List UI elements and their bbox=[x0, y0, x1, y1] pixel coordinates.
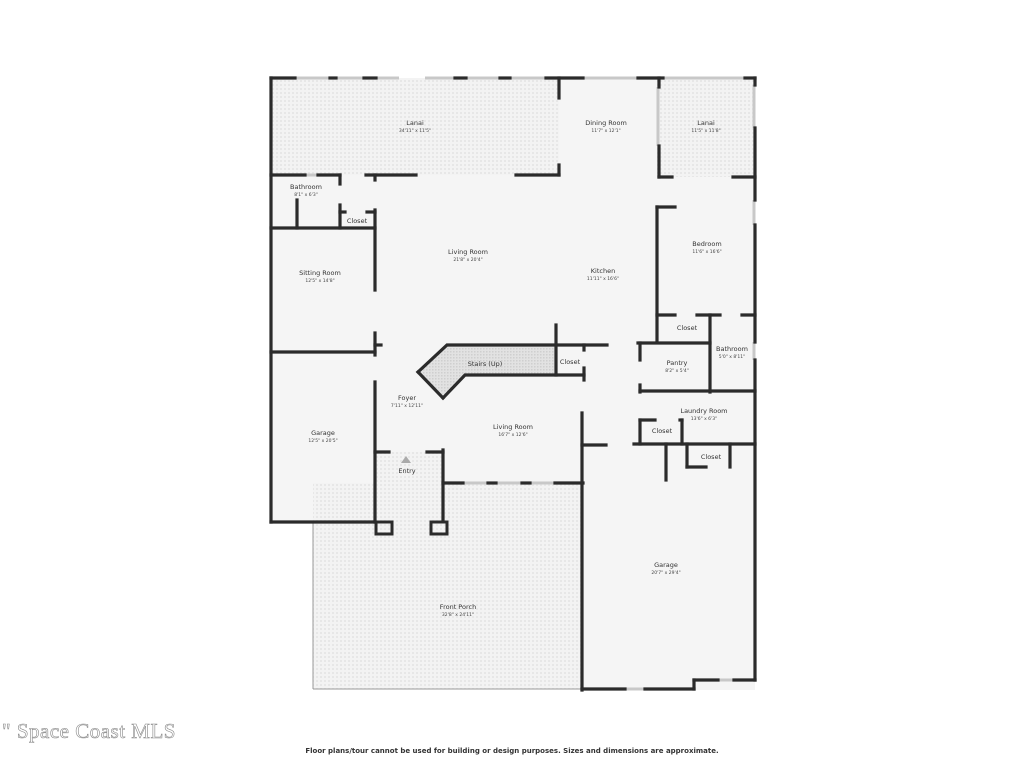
svg-text:11'7" x 12'1": 11'7" x 12'1" bbox=[591, 128, 620, 134]
label-pantry: Pantry bbox=[667, 359, 688, 367]
svg-text:32'8" x 24'11": 32'8" x 24'11" bbox=[442, 612, 474, 618]
svg-text:21'8" x 20'4": 21'8" x 20'4" bbox=[453, 257, 482, 263]
label-dining-room: Dining Room bbox=[585, 119, 627, 127]
label-closet-laundry-2: Closet bbox=[701, 453, 722, 461]
stairs-wall-top bbox=[415, 343, 609, 375]
entry-arrow-icon bbox=[401, 456, 411, 463]
label-closet-stairs: Closet bbox=[560, 358, 581, 366]
label-garage-right: Garage bbox=[654, 561, 678, 569]
svg-text:12'5" x 20'5": 12'5" x 20'5" bbox=[308, 438, 337, 444]
label-laundry-room: Laundry Room bbox=[680, 407, 727, 415]
label-living-room-second: Living Room bbox=[493, 423, 533, 431]
front-porch-floor bbox=[313, 483, 583, 689]
svg-text:5'0" x 8'11": 5'0" x 8'11" bbox=[719, 354, 745, 360]
label-closet-bedroom: Closet bbox=[677, 324, 698, 332]
label-kitchen: Kitchen bbox=[591, 267, 615, 275]
svg-text:13'6" x 6'3": 13'6" x 6'3" bbox=[691, 416, 717, 422]
floor-fills bbox=[271, 77, 755, 690]
svg-text:8'1" x 6'3": 8'1" x 6'3" bbox=[294, 192, 318, 198]
label-bedroom: Bedroom bbox=[692, 240, 721, 248]
svg-text:20'7" x 29'4": 20'7" x 29'4" bbox=[651, 570, 680, 576]
svg-text:12'5" x 14'8": 12'5" x 14'8" bbox=[305, 278, 334, 284]
windows bbox=[296, 76, 756, 691]
svg-text:16'7" x 12'6": 16'7" x 12'6" bbox=[498, 432, 527, 438]
label-garage-left: Garage bbox=[311, 429, 335, 437]
svg-text:11'11" x 16'6": 11'11" x 16'6" bbox=[587, 276, 619, 282]
lanai-small-floor bbox=[657, 78, 755, 177]
label-front-porch: Front Porch bbox=[440, 603, 476, 611]
svg-text:7'11" x 12'11": 7'11" x 12'11" bbox=[391, 403, 423, 409]
mls-watermark: " Space Coast MLS bbox=[2, 719, 176, 744]
svg-text:11'5" x 11'8": 11'5" x 11'8" bbox=[691, 128, 720, 134]
label-bathroom-right: Bathroom bbox=[716, 345, 748, 353]
svg-text:11'6" x 16'6": 11'6" x 16'6" bbox=[692, 249, 721, 255]
label-living-room-main: Living Room bbox=[448, 248, 488, 256]
label-foyer: Foyer bbox=[398, 394, 416, 402]
label-lanai-small: Lanai bbox=[697, 119, 715, 127]
label-bathroom-left: Bathroom bbox=[290, 183, 322, 191]
walls bbox=[269, 76, 757, 692]
label-sitting-room: Sitting Room bbox=[299, 269, 341, 277]
lanai-main-floor bbox=[271, 78, 559, 175]
label-closet-left: Closet bbox=[347, 217, 368, 225]
label-stairs: Stairs (Up) bbox=[468, 360, 503, 368]
label-lanai-main: Lanai bbox=[406, 119, 424, 127]
disclaimer-text: Floor plans/tour cannot be used for buil… bbox=[305, 747, 719, 755]
entry-floor bbox=[376, 452, 443, 522]
svg-text:34'11" x 11'5": 34'11" x 11'5" bbox=[399, 128, 431, 134]
stairs-wall-bottom bbox=[440, 373, 586, 401]
label-closet-laundry: Closet bbox=[652, 427, 673, 435]
stairs-floor bbox=[418, 345, 557, 395]
label-entry: Entry bbox=[398, 467, 415, 475]
svg-text:8'2" x 5'4": 8'2" x 5'4" bbox=[665, 368, 689, 374]
room-labels: Lanai 34'11" x 11'5" Dining Room 11'7" x… bbox=[290, 119, 748, 618]
